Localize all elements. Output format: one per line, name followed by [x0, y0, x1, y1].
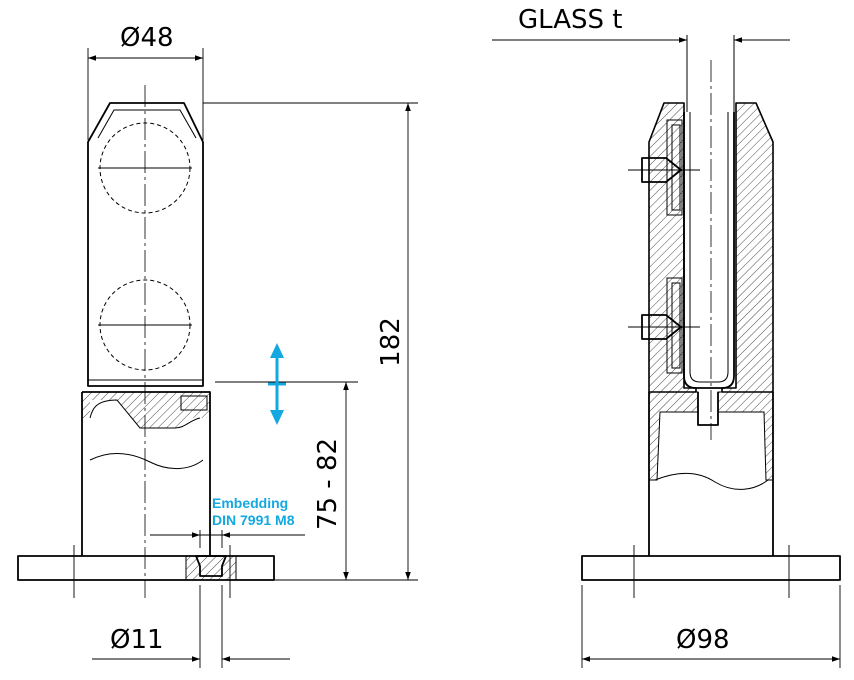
set-screw — [180, 395, 208, 411]
double-arrow-vertical-icon — [268, 343, 286, 425]
height-adjust-pin — [697, 392, 719, 426]
side-tube-hatch — [648, 391, 699, 481]
side-view: GLASS t Ø98 — [73, 5, 841, 668]
tube-top-hatch — [82, 392, 210, 428]
base-diameter-label: Ø98 — [676, 625, 730, 655]
clamp-section-right — [721, 102, 774, 393]
side-break-line — [654, 472, 769, 490]
front-view: Ø48 182 75 - 82 Ø11 Embedding DIN 7991 M… — [17, 23, 418, 668]
upper-clamp-screw — [641, 157, 682, 183]
base-plate — [17, 555, 275, 581]
side-base-plate — [581, 555, 841, 581]
embed-depth-label: 75 - 82 — [313, 438, 343, 530]
lower-clamp-screw — [641, 314, 682, 340]
tube-outline — [81, 391, 211, 556]
clamp-head-outline — [87, 102, 204, 387]
bolt-diameter-label: Ø11 — [110, 625, 164, 655]
glass-thickness-label: GLASS t — [518, 5, 622, 35]
clamp-head-chamfer — [97, 109, 197, 139]
diameter-top-label: Ø48 — [120, 23, 174, 53]
embedding-note-line1: Embedding — [212, 495, 288, 511]
total-height-label: 182 — [376, 317, 406, 367]
glass-channel — [683, 112, 735, 389]
embedding-note-line2: DIN 7991 M8 — [212, 512, 295, 528]
break-line — [89, 452, 204, 469]
